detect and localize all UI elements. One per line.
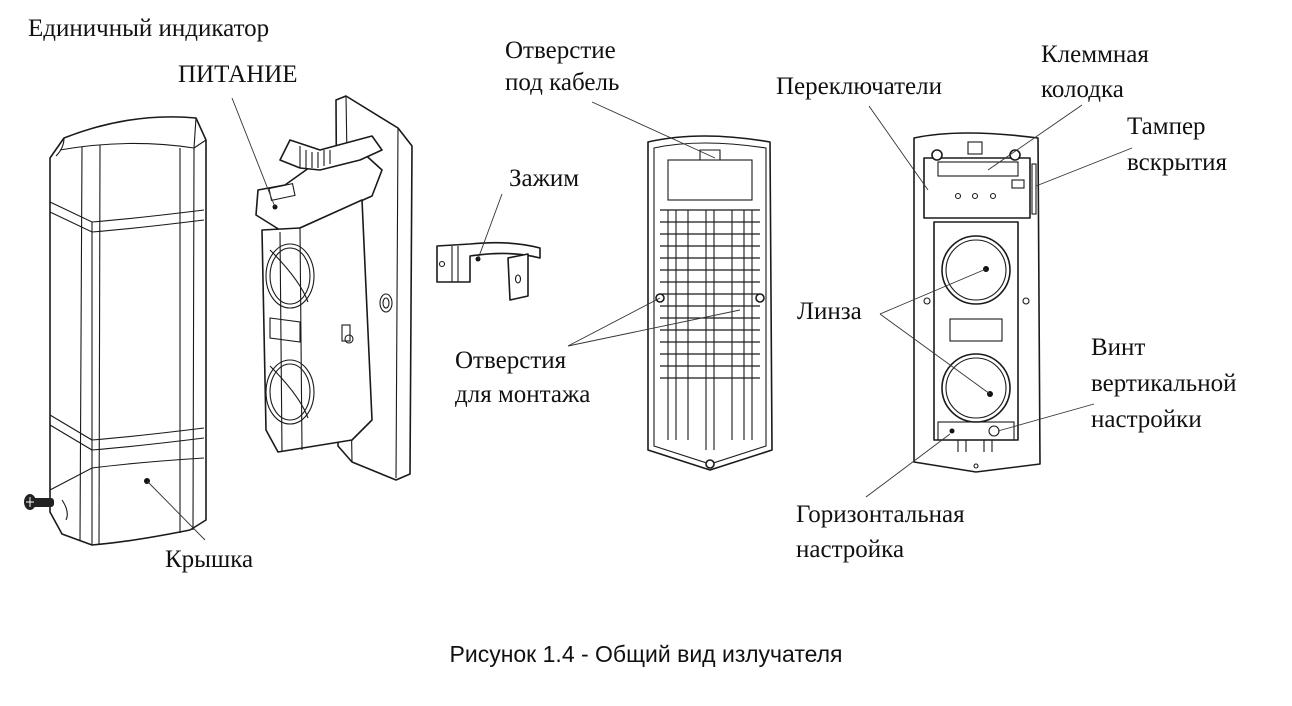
label-lens: Линза: [797, 298, 862, 325]
label-cable-hole-2: под кабель: [505, 69, 620, 96]
label-switches: Переключатели: [776, 73, 942, 100]
label-vscrew-2: вертикальной: [1091, 370, 1237, 397]
mount-hole-right: [755, 293, 765, 303]
label-cover: Крышка: [165, 546, 254, 573]
mounting-plate-drawing: [647, 135, 773, 471]
label-clip: Зажим: [509, 165, 580, 192]
label-cable-hole-1: Отверстие: [505, 37, 616, 64]
figure-caption: Рисунок 1.4 - Общий вид излучателя: [449, 641, 843, 667]
front-view-drawing: [913, 132, 1041, 473]
label-indicator: Единичный индикатор: [28, 15, 270, 42]
leader-lines: [146, 97, 1133, 541]
label-mount-holes-1: Отверстия: [455, 347, 567, 374]
cover-drawing: [49, 116, 207, 546]
clip-drawing: [436, 241, 541, 301]
label-vscrew-3: настройки: [1091, 406, 1202, 433]
screw-icon: [24, 494, 54, 510]
label-hadjust-2: настройка: [796, 536, 905, 563]
label-mount-holes-2: для монтажа: [455, 381, 591, 408]
label-tamper-2: вскрытия: [1127, 149, 1227, 176]
label-hadjust-1: Горизонтальная: [796, 501, 965, 528]
label-terminal-2: колодка: [1041, 76, 1124, 103]
emitter-module-drawing: [255, 95, 413, 481]
label-power: ПИТАНИЕ: [178, 61, 298, 88]
label-terminal-1: Клеммная: [1041, 41, 1149, 68]
label-vscrew-1: Винт: [1091, 334, 1146, 361]
label-tamper-1: Тампер: [1127, 113, 1206, 140]
